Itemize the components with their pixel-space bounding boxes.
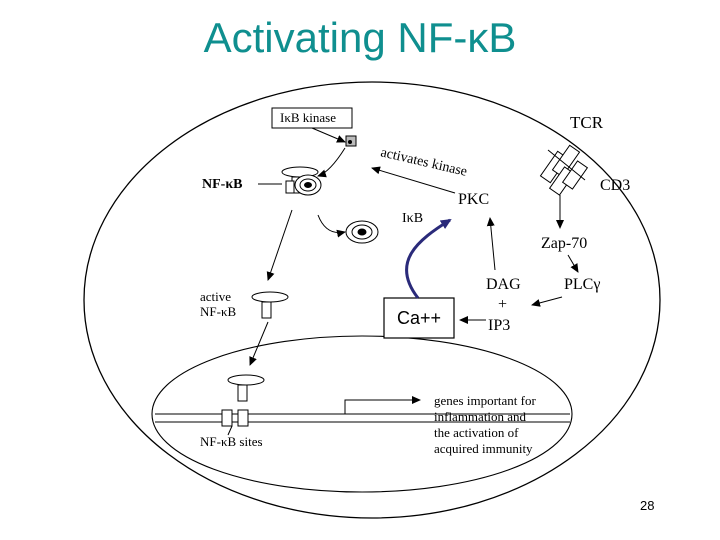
active-to-nucleus-arrow <box>249 321 269 366</box>
genes-line-3: the activation of <box>434 425 519 440</box>
plcy-to-dag-arrow <box>531 296 563 307</box>
ikb-kinase-box <box>271 107 353 129</box>
plcy-label: PLCγ <box>564 276 600 293</box>
page-number: 28 <box>640 498 655 513</box>
nuclear-nfkb-icon <box>227 374 265 402</box>
zap70-to-plcy-arrow <box>567 254 579 273</box>
nfkb-label: NF-κB <box>202 177 242 192</box>
ca-to-pkc-arrow <box>405 218 452 299</box>
slide-title: Activating NF-κB <box>203 14 517 61</box>
ip3-label: IP3 <box>488 317 510 334</box>
kinase-to-complex-arrow <box>317 147 346 178</box>
nfkb-sites-pointer <box>227 425 233 436</box>
active-nfkb-icon <box>251 291 289 319</box>
pkc-to-kinase-arrow <box>371 166 456 194</box>
active-nfkb-label: NF-κB <box>200 304 236 319</box>
genes-line-1: genes important for <box>434 393 536 408</box>
ikb-kinase-label: IκB kinase <box>280 110 336 125</box>
ca-label: Ca++ <box>397 308 441 328</box>
ikb-label: IκB <box>402 211 423 226</box>
ikb-kinase-arrow <box>311 127 346 143</box>
dag-to-pkc-arrow <box>486 217 496 271</box>
genes-line-2: inflammation and <box>434 409 527 424</box>
nucleus <box>151 335 573 493</box>
transcription-arrow <box>344 396 421 414</box>
pkc-label: PKC <box>458 191 489 208</box>
cell-membrane <box>83 81 661 519</box>
zap70-label: Zap-70 <box>541 235 587 252</box>
active-label: active <box>200 289 231 304</box>
cd3-label: CD3 <box>600 177 630 194</box>
complex-to-active-arrow <box>266 209 293 281</box>
genes-line-4: acquired immunity <box>434 441 533 456</box>
dna-strand <box>155 409 570 427</box>
nfkb-ikb-complex-icon <box>281 166 322 196</box>
plus-label: + <box>498 296 507 313</box>
tcr-receptor-icon <box>539 144 589 196</box>
nfkb-sites-label: NF-κB sites <box>200 434 263 449</box>
ca-box <box>383 297 455 339</box>
dag-label: DAG <box>486 276 521 293</box>
tcr-label: TCR <box>570 113 604 132</box>
complex-to-ikb-arrow <box>317 214 346 238</box>
ikb-protein-icon <box>345 220 379 244</box>
